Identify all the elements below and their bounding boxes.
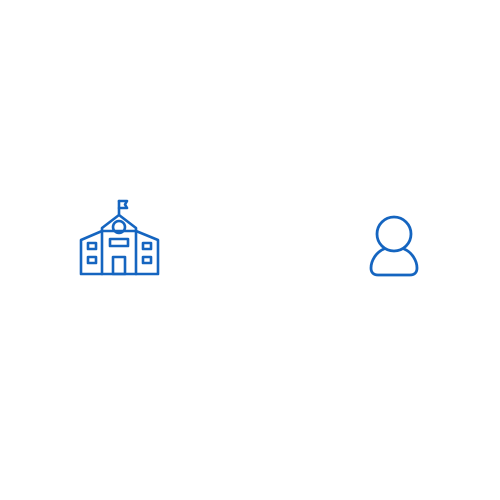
school-building-icon[interactable]	[78, 198, 162, 278]
user-profile-icon[interactable]	[368, 214, 420, 278]
